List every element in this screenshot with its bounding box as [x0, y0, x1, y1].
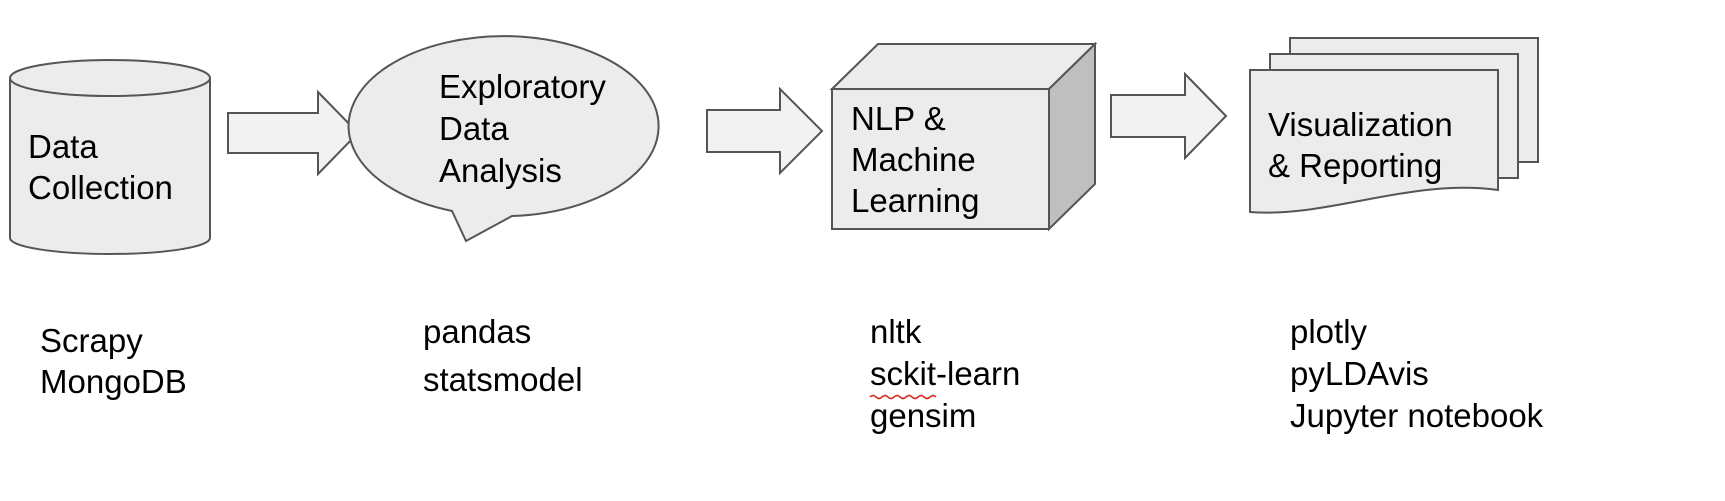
- tool-item: pandas: [423, 313, 531, 350]
- speech-bubble-shape: [347, 35, 660, 243]
- stage-label: Visualization & Reporting: [1268, 106, 1462, 184]
- stage-label: Exploratory Data Analysis: [439, 68, 615, 189]
- tool-item: nltk: [870, 313, 922, 350]
- stage-nlp-machine-learning: NLP & Machine Learning: [829, 41, 1098, 232]
- stage-label-line: Data: [439, 110, 509, 147]
- stage-label-line: Collection: [28, 169, 173, 206]
- stage-label-line: Exploratory: [439, 68, 606, 105]
- cube-shape: [829, 41, 1098, 232]
- stage-label: NLP & Machine Learning: [851, 100, 985, 219]
- spellcheck-underline: [869, 394, 937, 400]
- tool-list-exploratory-data-analysis: pandas statsmodel: [423, 313, 583, 398]
- stage-label: Data Collection: [28, 128, 173, 206]
- cylinder-shape: [9, 59, 211, 255]
- stage-label-line: Learning: [851, 182, 979, 219]
- tool-list-visualization-reporting: plotly pyLDAvis Jupyter notebook: [1290, 313, 1544, 434]
- tool-item: plotly: [1290, 313, 1368, 350]
- tool-item: MongoDB: [40, 363, 187, 400]
- tool-item: Jupyter notebook: [1290, 397, 1544, 434]
- stage-label-line: Data: [28, 128, 98, 165]
- multi-document-shape: [1249, 37, 1539, 214]
- tool-item: gensim: [870, 397, 976, 434]
- stage-exploratory-data-analysis: Exploratory Data Analysis: [347, 35, 660, 243]
- stage-label-line: Analysis: [439, 152, 562, 189]
- stage-label-line: & Reporting: [1268, 147, 1442, 184]
- tool-item: statsmodel: [423, 361, 583, 398]
- tool-item: Scrapy: [40, 322, 143, 359]
- block-arrow-right-icon: [1110, 71, 1228, 161]
- tool-list-data-collection: Scrapy MongoDB: [40, 322, 187, 400]
- tool-item: pyLDAvis: [1290, 355, 1429, 392]
- block-arrow-right-icon: [227, 89, 360, 177]
- tool-list-nlp-machine-learning: nltk sckit-learn gensim: [870, 313, 1030, 434]
- stage-data-collection: Data Collection: [9, 59, 211, 255]
- stage-visualization-reporting: Visualization & Reporting: [1249, 37, 1539, 214]
- stage-label-line: Machine: [851, 141, 976, 178]
- stage-label-line: NLP &: [851, 100, 946, 137]
- tool-item: sckit-learn: [870, 355, 1020, 392]
- block-arrow-right-icon: [706, 86, 824, 176]
- stage-label-line: Visualization: [1268, 106, 1453, 143]
